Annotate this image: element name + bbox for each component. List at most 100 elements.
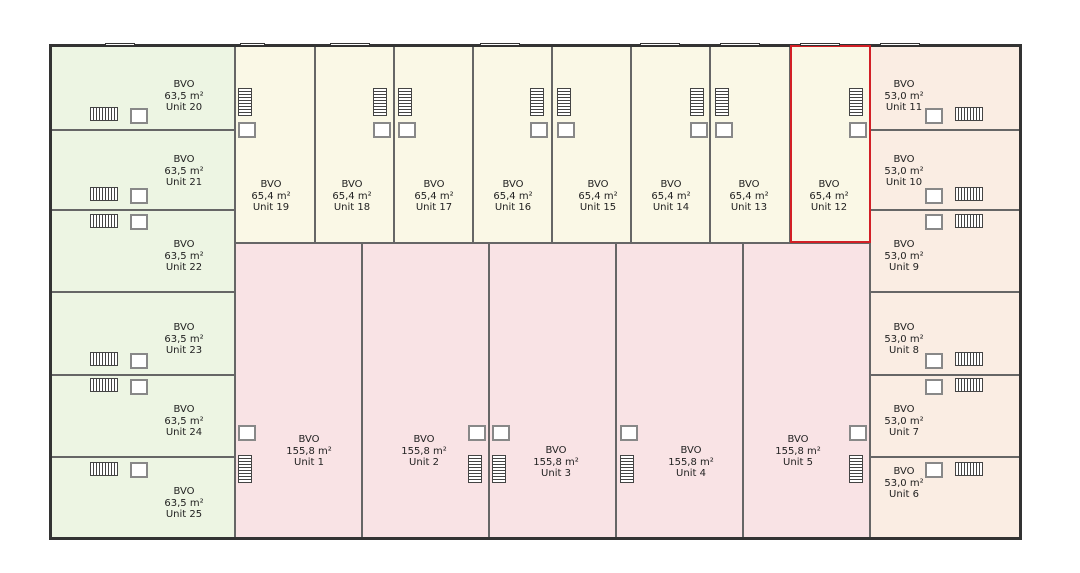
unit-name: Unit 12 (810, 201, 848, 213)
unit-type: BVO (680, 444, 702, 456)
unit-area: 65,4 m² (729, 190, 769, 202)
stair-icon (955, 107, 983, 121)
wc-icon (849, 122, 867, 138)
wc-icon (620, 425, 638, 441)
unit-name: Unit 22 (165, 261, 203, 273)
unit-name: Unit 6 (889, 488, 919, 500)
unit-type: BVO (893, 238, 915, 250)
wc-icon (925, 188, 943, 204)
wc-icon (130, 462, 148, 478)
wc-icon (373, 122, 391, 138)
unit-type: BVO (173, 78, 195, 90)
unit-area: 65,4 m² (251, 190, 291, 202)
wc-icon (925, 379, 943, 395)
unit-name: Unit 19 (252, 201, 290, 213)
unit-type: BVO (587, 178, 609, 190)
unit-area: 53,0 m² (884, 333, 924, 345)
unit-area: 155,8 m² (401, 445, 447, 457)
unit-name: Unit 4 (676, 467, 706, 479)
unit-type: BVO (893, 403, 915, 415)
window (880, 43, 920, 46)
unit-type: BVO (545, 444, 567, 456)
wc-icon (715, 122, 733, 138)
wc-icon (925, 108, 943, 124)
unit-type: BVO (298, 433, 320, 445)
stair-icon (90, 378, 118, 392)
unit-area: 63,5 m² (164, 333, 204, 345)
unit-name: Unit 18 (333, 201, 371, 213)
unit-type: BVO (818, 178, 840, 190)
stair-icon (849, 88, 863, 116)
window (240, 43, 265, 46)
unit-name: Unit 8 (889, 344, 919, 356)
unit-name: Unit 3 (541, 467, 571, 479)
window (800, 43, 840, 46)
unit-name: Unit 7 (889, 426, 919, 438)
unit-area: 65,4 m² (578, 190, 618, 202)
unit-name: Unit 13 (730, 201, 768, 213)
wc-icon (492, 425, 510, 441)
wc-icon (130, 214, 148, 230)
window (105, 43, 135, 46)
unit-area: 155,8 m² (286, 445, 332, 457)
unit-name: Unit 11 (885, 101, 923, 113)
wc-icon (530, 122, 548, 138)
unit-name: Unit 25 (165, 508, 203, 520)
wc-icon (690, 122, 708, 138)
wc-icon (925, 214, 943, 230)
stair-icon (238, 88, 252, 116)
unit-area: 155,8 m² (775, 445, 821, 457)
wc-icon (925, 353, 943, 369)
wc-icon (238, 425, 256, 441)
unit-type: BVO (787, 433, 809, 445)
unit-type: BVO (893, 153, 915, 165)
unit-type: BVO (660, 178, 682, 190)
unit-type: BVO (173, 321, 195, 333)
unit-area: 63,5 m² (164, 415, 204, 427)
stair-icon (90, 352, 118, 366)
unit-area: 53,0 m² (884, 477, 924, 489)
unit-name: Unit 10 (885, 176, 923, 188)
unit-name: Unit 15 (579, 201, 617, 213)
unit-area: 53,0 m² (884, 90, 924, 102)
unit-area: 155,8 m² (668, 456, 714, 468)
unit-area: 65,4 m² (651, 190, 691, 202)
